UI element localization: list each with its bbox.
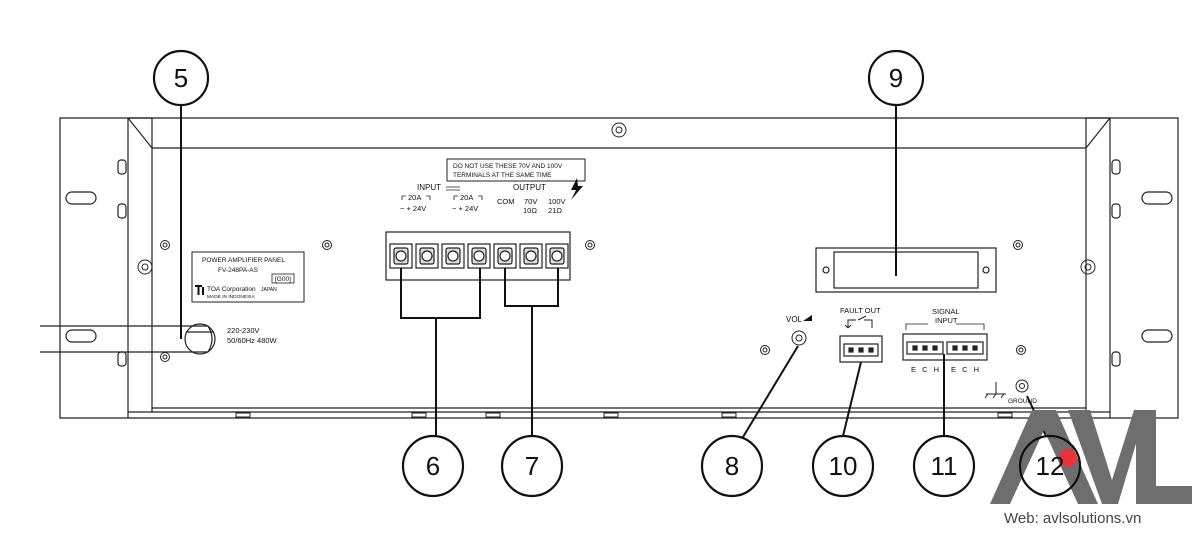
- output-label: OUTPUT: [513, 183, 546, 192]
- callout-11: 11: [912, 434, 976, 498]
- svg-text:11: 11: [931, 451, 958, 481]
- terminal-input1-plus: [415, 243, 439, 269]
- callout-8: 8: [700, 434, 764, 498]
- screws: [137, 122, 1096, 362]
- callout-9: 9: [867, 49, 925, 107]
- output-100v-label: 100V: [548, 197, 566, 206]
- ground-label: GROUND: [1008, 398, 1037, 405]
- nameplate-title: POWER AMPLIFIER PANEL: [202, 257, 285, 264]
- screw-icon: [611, 122, 627, 138]
- callout-7: 7: [500, 434, 564, 498]
- output-70v-label: 70V: [524, 197, 537, 206]
- signal-pins-2: E C H: [951, 365, 981, 374]
- terminal-output-com: [493, 243, 517, 269]
- svg-text:7: 7: [525, 451, 539, 481]
- callout-5: 5: [152, 49, 210, 107]
- screw-icon: [322, 240, 332, 250]
- screw-icon: [1013, 240, 1023, 250]
- callout-leaders: [180, 102, 1047, 438]
- bottom-marks: [235, 412, 1013, 418]
- signal-pins-1: E C H: [911, 365, 941, 374]
- svg-text:6: 6: [426, 451, 440, 481]
- input-label: INPUT: [417, 183, 441, 192]
- vol-ramp-icon: [803, 315, 812, 321]
- warning-line-1: DO NOT USE THESE 70V AND 100V: [453, 163, 563, 170]
- output-100v-impedance: 21Ω: [548, 206, 562, 215]
- svg-text:10: 10: [829, 451, 858, 481]
- svg-text:8: 8: [725, 451, 739, 481]
- fault-out-connector: [839, 335, 883, 363]
- dc-symbol-icon: [446, 186, 460, 191]
- vol-label: VOL: [786, 315, 803, 324]
- input1-polarity: − + 24V: [400, 204, 426, 213]
- avl-logo: [990, 410, 1192, 504]
- output-70v-impedance: 10Ω: [523, 206, 537, 215]
- screw-icon: [160, 352, 170, 362]
- fault-out-label: FAULT OUT: [840, 306, 881, 315]
- volume-knob-icon: [791, 330, 807, 346]
- power-rating-freq: 50/60Hz 480W: [227, 336, 278, 345]
- logo-accent-dot: [1059, 449, 1077, 467]
- chassis: [59, 117, 1179, 419]
- nameplate-code: [G00]: [275, 276, 291, 283]
- input2-fuse: 20A: [460, 193, 473, 202]
- input2-polarity: − + 24V: [452, 204, 478, 213]
- nameplate-brand: TOA Corporation: [207, 286, 256, 293]
- terminal-output-70v: [519, 243, 543, 269]
- option-slot: [815, 247, 997, 293]
- warning-line-2: TERMINALS AT THE SAME TIME: [453, 172, 552, 179]
- high-voltage-icon: [571, 178, 583, 200]
- terminal-input2-minus: [441, 243, 465, 269]
- website-text: Web: avlsolutions.vn: [1004, 510, 1141, 527]
- warning-box: [446, 158, 586, 182]
- input1-fuse: 20A: [408, 193, 421, 202]
- callout-10: 10: [811, 434, 875, 498]
- callout-12: 12: [1018, 434, 1082, 498]
- terminal-block: [385, 231, 571, 281]
- svg-text:9: 9: [889, 63, 903, 93]
- nameplate: POWER AMPLIFIER PANEL FV-248PA-AS [G00] …: [191, 251, 305, 303]
- svg-text:12: 12: [1036, 451, 1065, 481]
- nameplate-model: FV-248PA-AS: [218, 267, 259, 274]
- terminal-input2-plus: [467, 243, 491, 269]
- svg-text:5: 5: [174, 63, 188, 93]
- power-rating-voltage: 220-230V: [227, 326, 260, 335]
- callout-6: 6: [401, 434, 465, 498]
- toa-logo-icon: [195, 285, 204, 295]
- ground-terminal-icon: [1015, 379, 1029, 393]
- signal-label: SIGNAL: [932, 307, 960, 316]
- signal-input-label: INPUT: [935, 316, 958, 325]
- screw-icon: [137, 259, 153, 275]
- nameplate-made: MADE IN INDONESIA: [207, 294, 256, 300]
- terminal-input1-minus: [389, 243, 413, 269]
- screw-icon: [760, 345, 770, 355]
- screw-icon: [1080, 259, 1096, 275]
- nameplate-country: JAPAN: [261, 287, 277, 293]
- callouts: 5 9 6 7 8 10 11: [152, 49, 976, 498]
- screw-icon: [585, 240, 595, 250]
- screw-icon: [160, 240, 170, 250]
- power-cord: [40, 323, 216, 355]
- screw-icon: [1016, 345, 1026, 355]
- ground-symbol-icon: [984, 382, 1006, 399]
- rack-slots: [65, 159, 1173, 367]
- relay-contact-icon: [844, 315, 873, 329]
- output-com-label: COM: [497, 197, 515, 206]
- terminal-output-100v: [545, 243, 569, 269]
